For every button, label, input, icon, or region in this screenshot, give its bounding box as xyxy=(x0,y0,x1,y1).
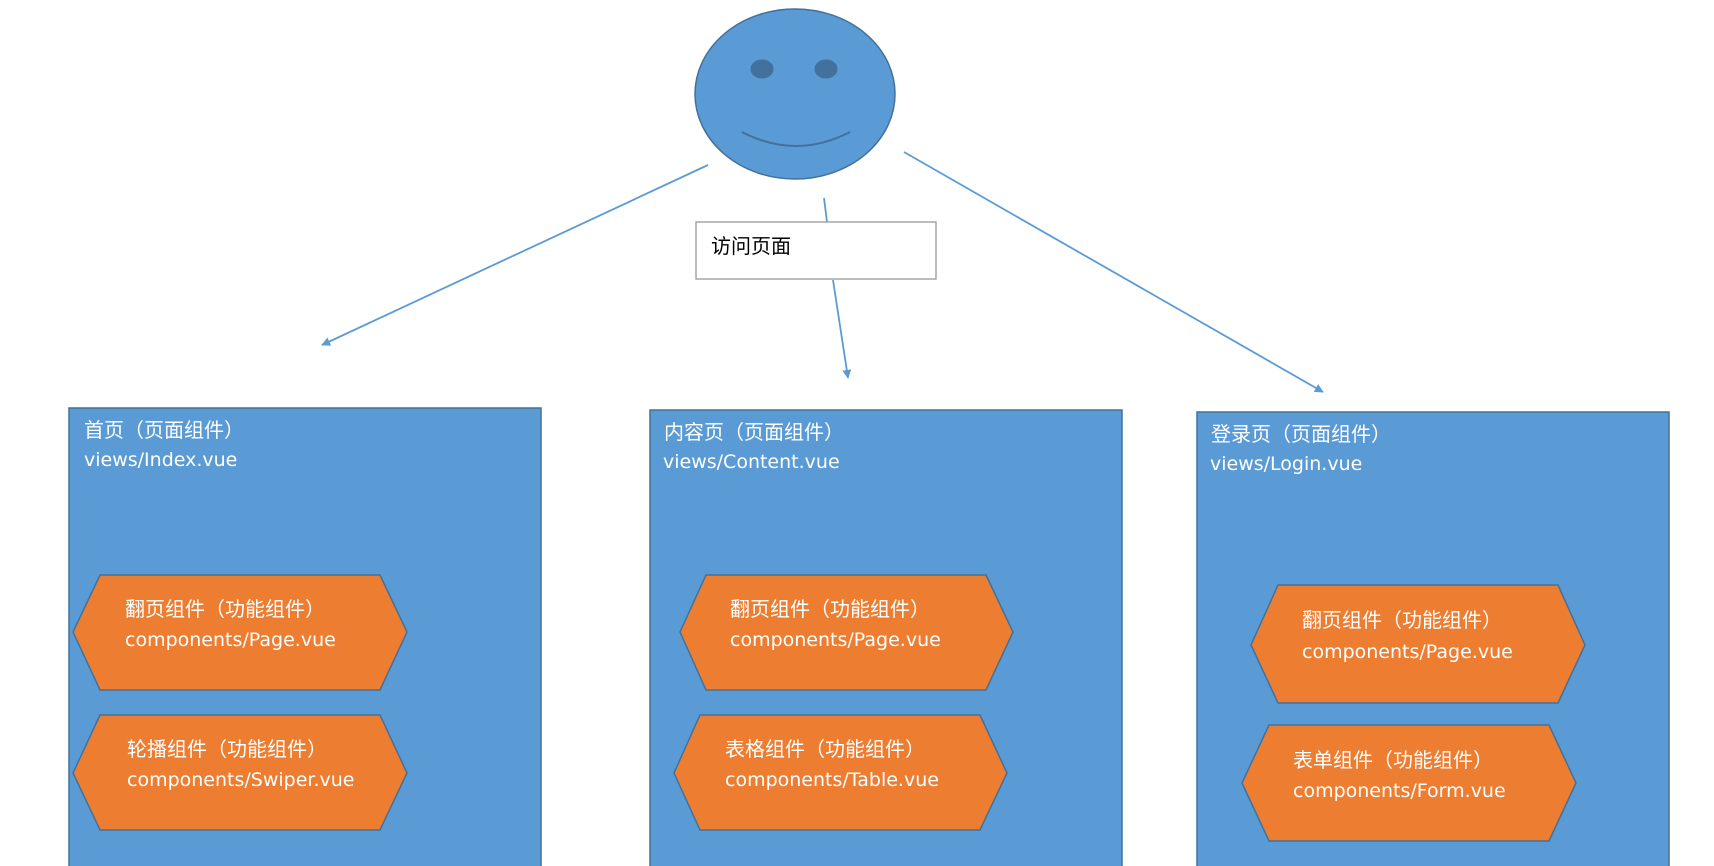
component-title: 表单组件（功能组件） xyxy=(1293,748,1493,772)
component-hexagon: 翻页组件（功能组件） components/Page.vue xyxy=(679,574,1014,691)
component-file: components/Page.vue xyxy=(730,629,941,651)
page-title: 登录页（页面组件） xyxy=(1211,422,1391,446)
page-box-content: 内容页（页面组件） views/Content.vue 翻页组件（功能组件） c… xyxy=(649,409,1123,866)
component-title: 翻页组件（功能组件） xyxy=(1302,608,1502,632)
access-label-box: 访问页面 xyxy=(695,221,937,280)
page-file: views/Content.vue xyxy=(663,451,840,473)
component-hexagon: 表格组件（功能组件） components/Table.vue xyxy=(673,714,1008,831)
arrow-to-login-page xyxy=(903,151,1324,393)
arrow-to-content-page xyxy=(832,279,852,379)
page-title: 内容页（页面组件） xyxy=(664,420,844,444)
component-title: 轮播组件（功能组件） xyxy=(127,737,327,761)
page-title: 首页（页面组件） xyxy=(84,418,244,442)
component-hexagon: 翻页组件（功能组件） components/Page.vue xyxy=(1250,584,1586,704)
component-file: components/Form.vue xyxy=(1293,780,1506,802)
component-file: components/Swiper.vue xyxy=(127,769,355,791)
component-hexagon: 轮播组件（功能组件） components/Swiper.vue xyxy=(72,714,408,831)
arrow-to-index-page xyxy=(321,164,709,346)
page-box-index: 首页（页面组件） views/Index.vue 翻页组件（功能组件） comp… xyxy=(68,407,542,866)
component-title: 翻页组件（功能组件） xyxy=(125,597,325,621)
smiley-face-icon xyxy=(694,8,896,180)
component-title: 表格组件（功能组件） xyxy=(725,737,925,761)
page-box-login: 登录页（页面组件） views/Login.vue 翻页组件（功能组件） com… xyxy=(1196,411,1670,866)
page-file: views/Index.vue xyxy=(84,449,237,471)
arrow-connector-top xyxy=(823,197,828,223)
component-hexagon: 表单组件（功能组件） components/Form.vue xyxy=(1241,724,1577,842)
component-file: components/Table.vue xyxy=(725,769,939,791)
access-label: 访问页面 xyxy=(711,234,791,258)
component-hexagon: 翻页组件（功能组件） components/Page.vue xyxy=(72,574,408,691)
component-file: components/Page.vue xyxy=(125,629,336,651)
component-title: 翻页组件（功能组件） xyxy=(730,597,930,621)
component-file: components/Page.vue xyxy=(1302,641,1513,663)
page-file: views/Login.vue xyxy=(1210,453,1362,475)
